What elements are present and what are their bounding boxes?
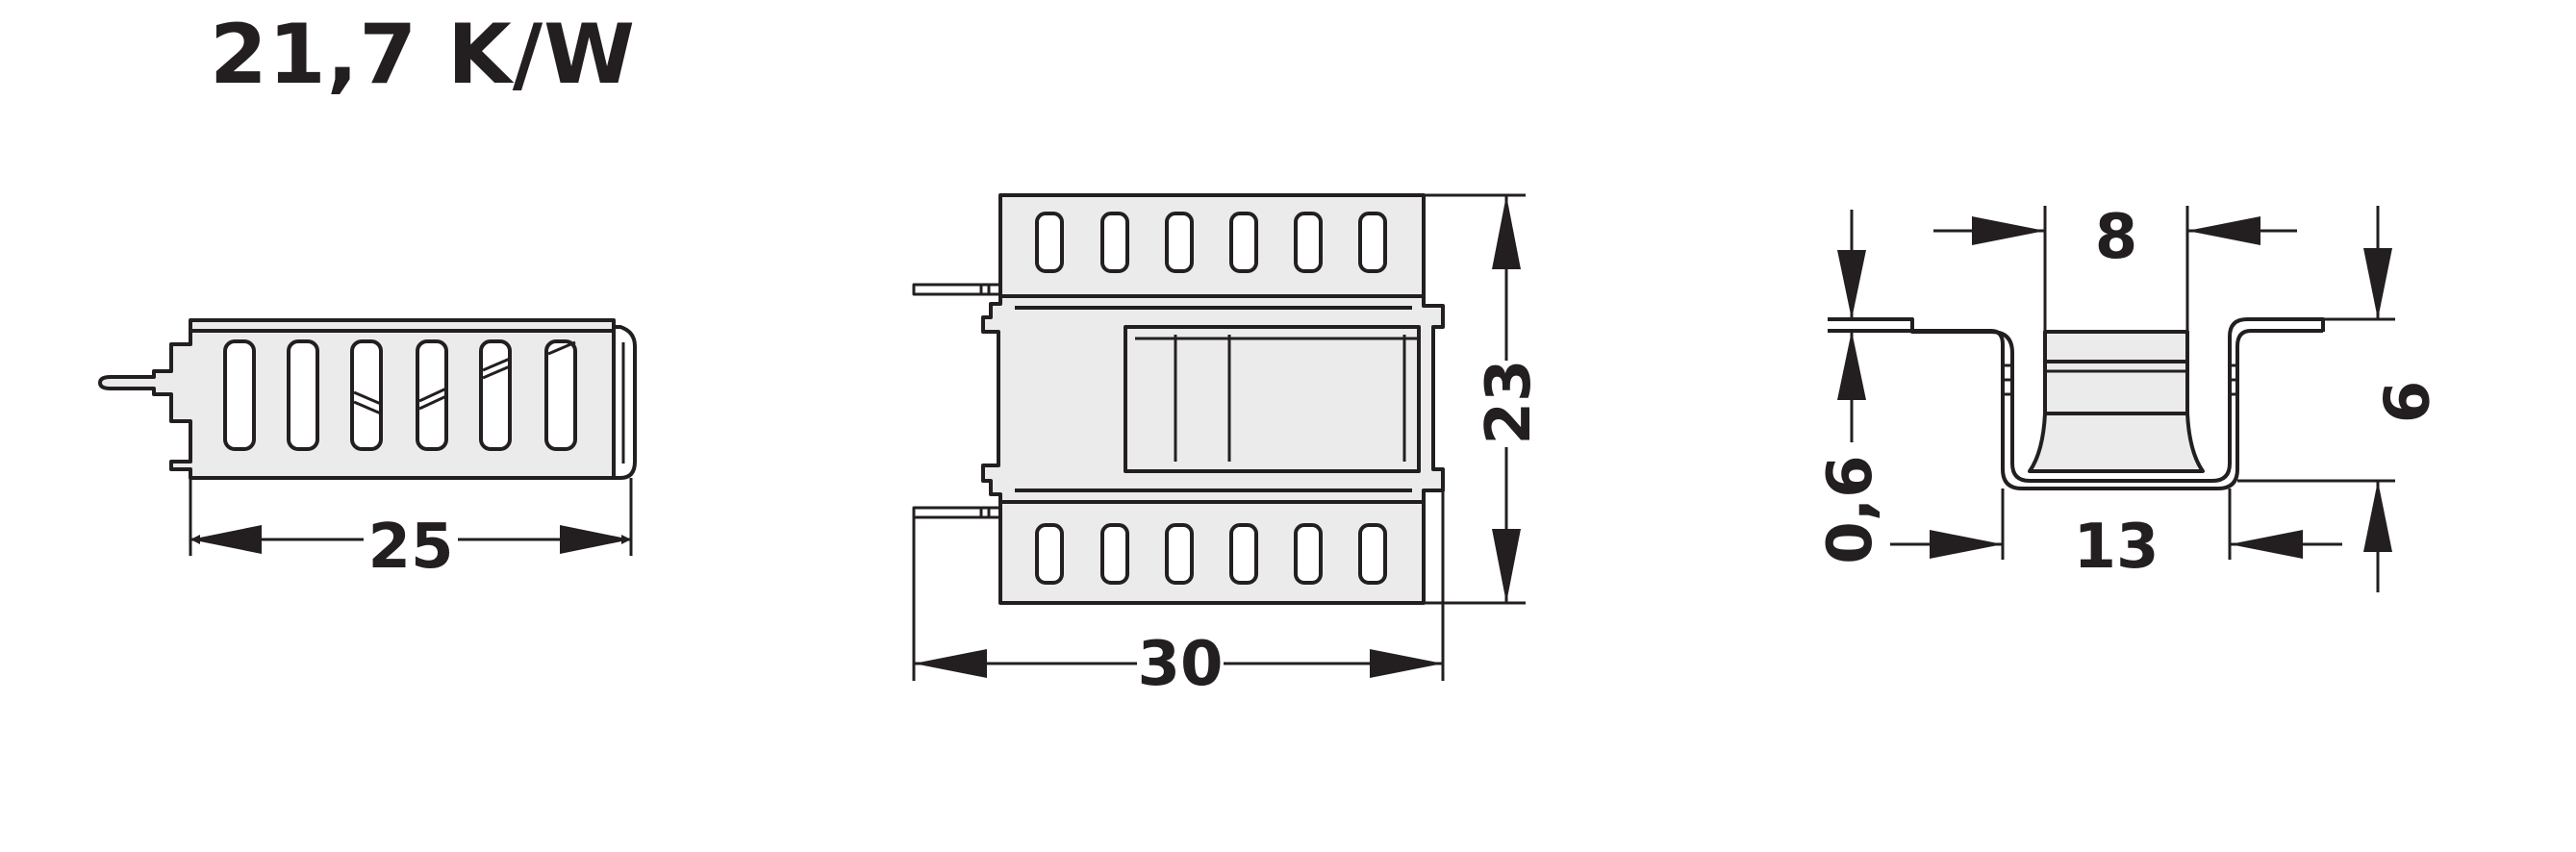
side-view-length-label: 25 (367, 512, 453, 583)
end-view-thickness-dimension (1837, 210, 1866, 442)
side-view (98, 318, 637, 556)
top-view-lower-slots (1035, 523, 1387, 585)
top-view (912, 193, 1526, 681)
side-view-length-dimension (190, 525, 631, 554)
top-view-width-label: 23 (1474, 359, 1545, 444)
end-view (1828, 206, 2395, 560)
side-view-clip (614, 325, 637, 480)
top-view-mounting-plate (1124, 325, 1421, 473)
top-view-upper-slots (1035, 212, 1387, 273)
end-view-profile-inner (1828, 329, 2323, 490)
end-view-gap-dimension (1933, 216, 2297, 245)
top-view-length-label: 30 (1137, 629, 1223, 700)
end-view-base-dimension (1890, 530, 2342, 559)
end-view-profile-outer (1828, 317, 2325, 483)
end-view-thickness-label: 0,6 (1815, 455, 1886, 564)
top-view-width-dimension (1492, 195, 1521, 603)
end-view-gap-label: 8 (2095, 202, 2138, 273)
top-view-upper-fin (998, 193, 1426, 298)
side-view-tab-marks (353, 340, 576, 415)
end-view-height-dimension (2363, 206, 2392, 592)
side-view-slots (223, 339, 577, 451)
top-view-lower-fin (998, 500, 1426, 605)
top-view-length-dimension (914, 649, 1443, 678)
end-view-component (2028, 330, 2205, 473)
thermal-resistance-title: 21,7 K/W (210, 7, 637, 103)
end-view-height-label: 9 (2368, 381, 2439, 424)
end-view-base-label: 13 (2073, 512, 2159, 583)
